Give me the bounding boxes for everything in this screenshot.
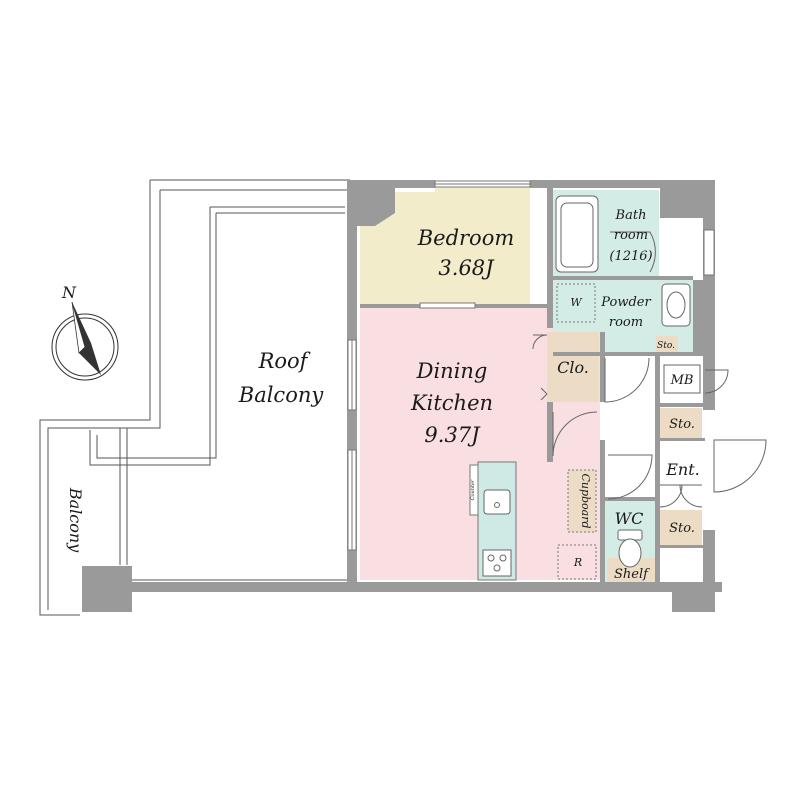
fridge-label: R bbox=[573, 556, 582, 569]
roof-balcony-label: Roof Balcony bbox=[238, 349, 325, 407]
dining-size: 9.37J bbox=[424, 423, 481, 447]
bathtub bbox=[555, 195, 599, 273]
storage-small-label: Sto. bbox=[657, 341, 675, 351]
roof-balcony-area bbox=[39, 179, 350, 616]
storage-small-floor bbox=[656, 336, 678, 352]
meter-box bbox=[663, 364, 701, 394]
bedroom-name: Bedroom bbox=[417, 226, 515, 250]
bedroom-size: 3.68J bbox=[438, 256, 495, 280]
compass-north-label: N bbox=[61, 283, 77, 302]
closet-label: Clo. bbox=[557, 358, 589, 377]
toilet bbox=[617, 529, 643, 568]
washer-space bbox=[556, 283, 596, 323]
roof-balcony-line2: Balcony bbox=[238, 383, 325, 407]
cupboard-unit bbox=[567, 469, 597, 533]
bedroom-floor bbox=[360, 186, 530, 305]
compass: N bbox=[51, 283, 119, 381]
storage-lower-floor bbox=[660, 510, 702, 545]
counter-label: Counter bbox=[470, 479, 476, 500]
kitchen-counter bbox=[469, 461, 517, 581]
storage-upper-floor bbox=[660, 408, 702, 438]
storage-upper-label: Sto. bbox=[669, 417, 695, 432]
wc-label: WC bbox=[615, 509, 644, 528]
washbasin bbox=[661, 283, 691, 327]
roof-balcony-line1: Roof bbox=[258, 349, 311, 373]
shelf-label: Shelf bbox=[614, 567, 650, 582]
powder-room-line2: room bbox=[609, 315, 643, 330]
bathroom-line3: (1216) bbox=[609, 249, 652, 264]
meter-box-label: MB bbox=[670, 373, 694, 388]
storage-lower-label: Sto. bbox=[669, 521, 695, 536]
dining-line1: Dining bbox=[416, 359, 488, 383]
closet-floor bbox=[547, 332, 599, 402]
bathroom-line2: room bbox=[614, 228, 648, 243]
balcony-label: Balcony bbox=[66, 487, 85, 553]
cupboard-label: Cupboard bbox=[579, 473, 592, 528]
bathroom-line1: Bath bbox=[615, 208, 647, 223]
windows bbox=[347, 180, 715, 551]
entrance-label: Ent. bbox=[665, 460, 700, 479]
washer-label: W bbox=[570, 296, 583, 309]
doors bbox=[532, 231, 767, 508]
dining-line2: Kitchen bbox=[410, 391, 493, 415]
powder-room-line1: Powder bbox=[600, 295, 651, 310]
